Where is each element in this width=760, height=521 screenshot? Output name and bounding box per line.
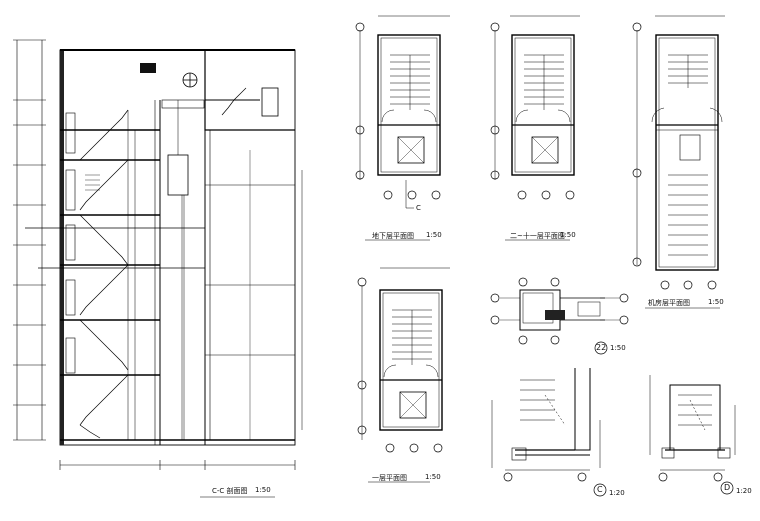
section-cc-title: C-C 剖面图 bbox=[212, 487, 248, 495]
plan-typical-title: 二~十一层平面图 bbox=[510, 232, 565, 240]
detail-c-letter: C bbox=[597, 485, 603, 494]
plan-roof-title: 机房层平面图 bbox=[648, 299, 690, 307]
detail-22-number: 22 bbox=[596, 343, 607, 352]
detail-22-scale: 1:50 bbox=[610, 344, 626, 352]
section-cc-drawing bbox=[13, 39, 303, 498]
plan-typical-scale: 1:50 bbox=[560, 231, 576, 239]
plan-roof-drawing bbox=[632, 15, 725, 309]
plan-ground-drawing bbox=[357, 267, 450, 483]
detail-d-drawing bbox=[649, 375, 736, 495]
detail-c-scale: 1:20 bbox=[609, 489, 625, 497]
plan-typical-drawing bbox=[490, 15, 580, 241]
section-cc-scale: 1:50 bbox=[255, 486, 271, 494]
detail-d-scale: 1:20 bbox=[736, 487, 752, 495]
plan-ground-scale: 1:50 bbox=[425, 473, 441, 481]
detail-d-letter: D bbox=[724, 483, 731, 492]
detail-22-drawing bbox=[490, 277, 629, 355]
plan-roof-scale: 1:50 bbox=[708, 298, 724, 306]
plan-basement-drawing bbox=[355, 15, 450, 241]
section-cut-marker: C bbox=[416, 204, 421, 212]
plan-basement-title: 地下层平面图 bbox=[372, 232, 414, 240]
plan-ground-title: 一层平面图 bbox=[372, 474, 407, 482]
plan-basement-scale: 1:50 bbox=[426, 231, 442, 239]
detail-c-drawing bbox=[491, 368, 607, 497]
